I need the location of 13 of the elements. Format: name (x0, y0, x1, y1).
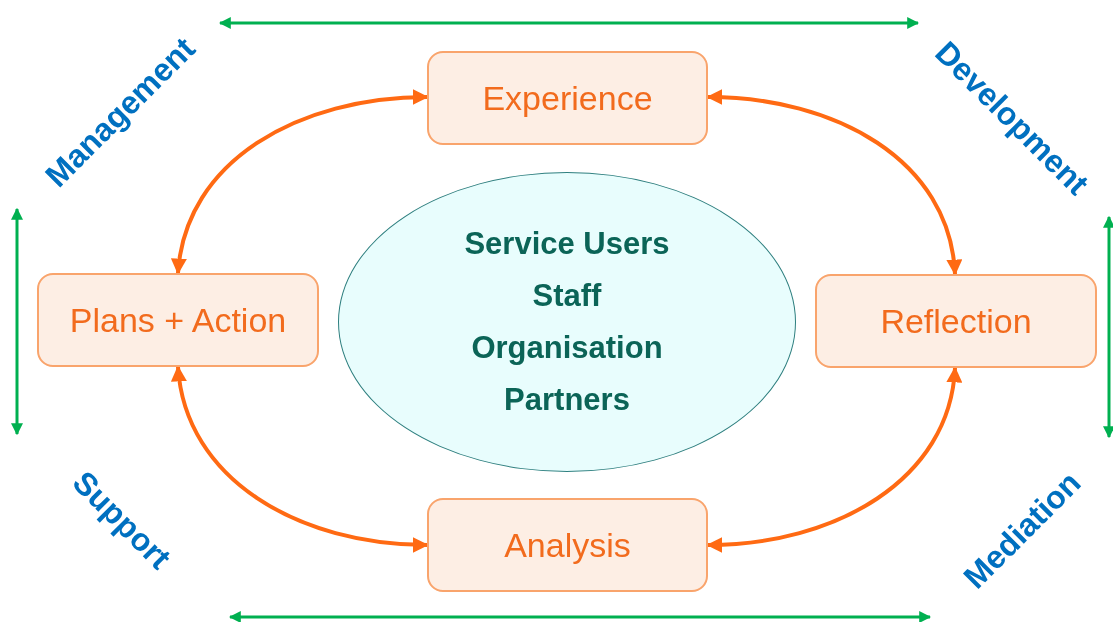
double-arrow (706, 89, 962, 276)
double-arrow (11, 207, 23, 436)
double-arrow (706, 366, 962, 553)
double-arrow (228, 611, 932, 622)
double-arrow (172, 365, 429, 553)
process-box: Plans + Action (37, 273, 319, 367)
process-box: Analysis (427, 498, 708, 592)
process-box: Experience (427, 51, 708, 145)
double-arrow (172, 89, 429, 275)
process-box: Reflection (815, 274, 1097, 368)
center-ellipse: Service Users Staff Organisation Partners (338, 172, 796, 472)
double-arrow (218, 17, 920, 29)
double-arrow (1103, 215, 1113, 439)
